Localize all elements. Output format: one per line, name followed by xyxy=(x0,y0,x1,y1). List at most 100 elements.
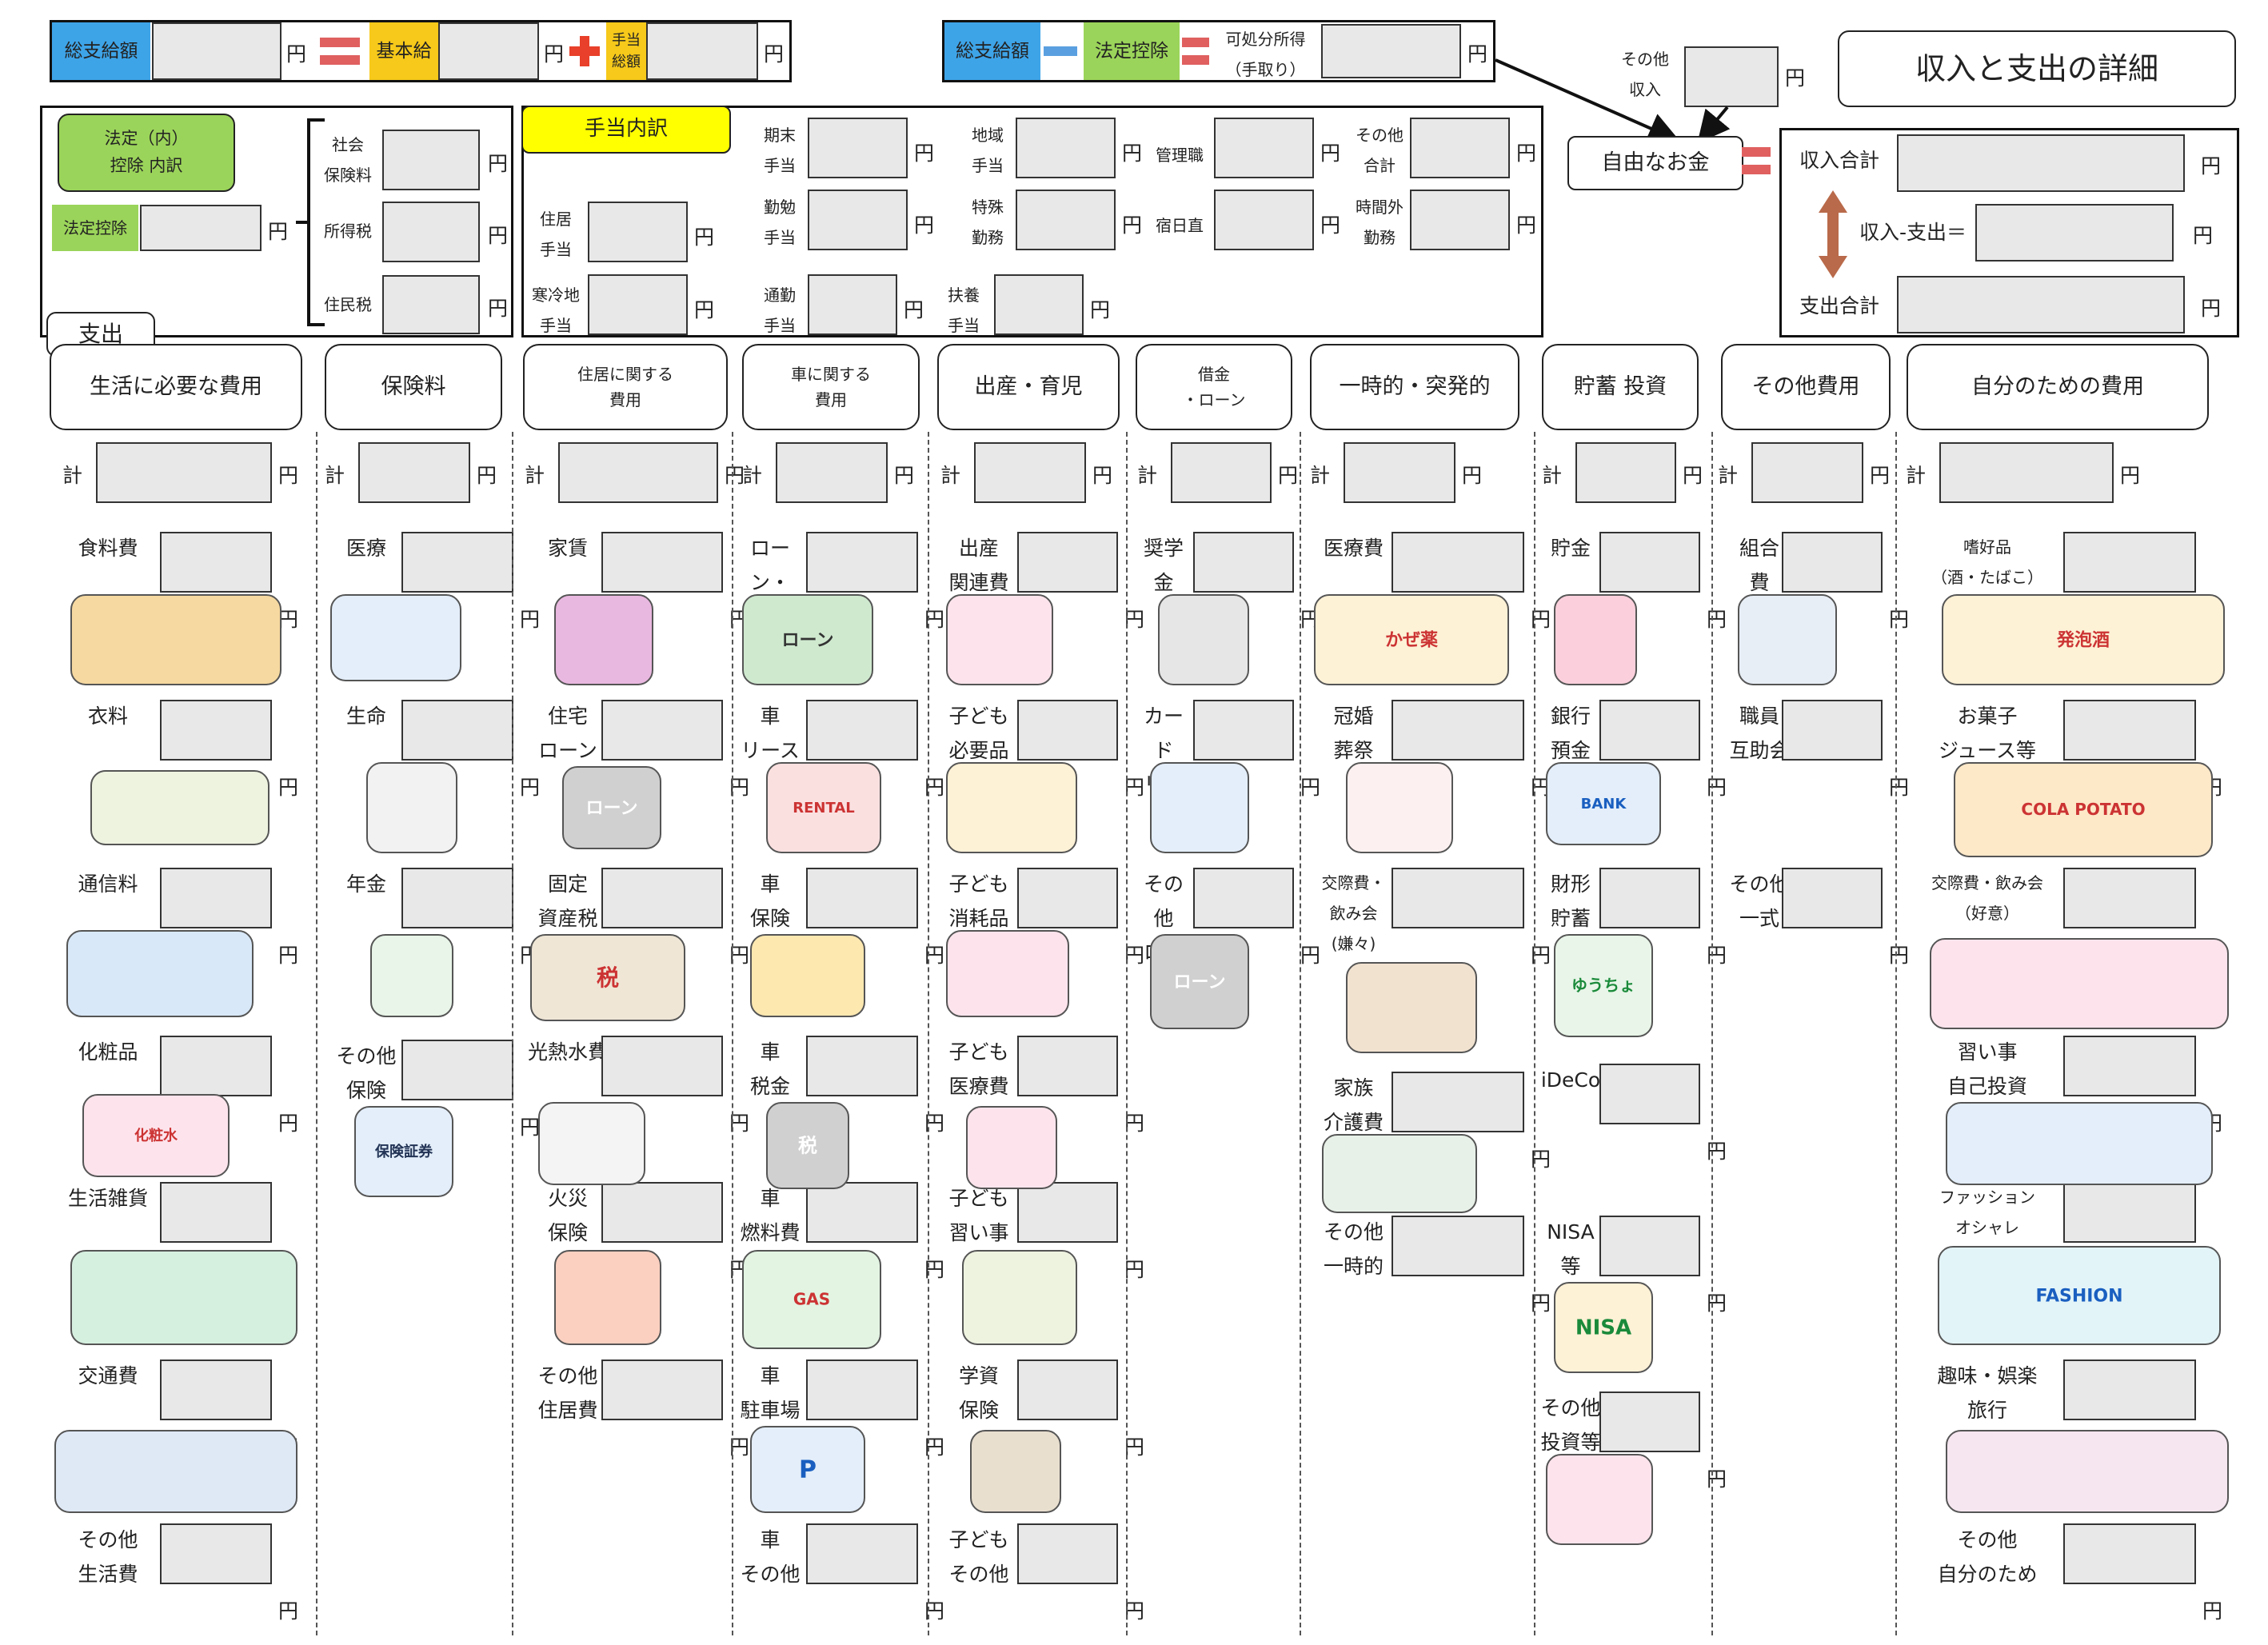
expense-item-field[interactable] xyxy=(806,1360,918,1420)
expense-item-field[interactable] xyxy=(401,532,513,593)
allowance-total-field[interactable] xyxy=(646,22,758,80)
allowance-field[interactable] xyxy=(808,190,908,250)
yen: 円 xyxy=(1516,142,1537,165)
expense-item-field[interactable] xyxy=(806,1182,918,1243)
expense-item-field[interactable] xyxy=(1392,868,1524,928)
expense-item-field[interactable] xyxy=(1193,868,1294,928)
allowance-field[interactable] xyxy=(1410,118,1510,178)
total-pay-field[interactable] xyxy=(152,22,282,80)
allowance-field[interactable] xyxy=(1016,118,1116,178)
expense-item-field[interactable] xyxy=(2063,1523,2196,1584)
expense-item-field[interactable] xyxy=(1017,1523,1118,1584)
column-total-field[interactable] xyxy=(974,442,1086,503)
legal-deduction-field[interactable] xyxy=(140,205,262,251)
equals-icon xyxy=(1182,36,1209,68)
expense-item-field[interactable] xyxy=(601,700,723,761)
column-total-field[interactable] xyxy=(1939,442,2114,503)
expense-item-field[interactable] xyxy=(806,1523,918,1584)
column-total-field[interactable] xyxy=(1751,442,1863,503)
disposable-field[interactable] xyxy=(1321,24,1461,78)
yen: 円 xyxy=(725,464,745,487)
expense-item-field[interactable] xyxy=(601,1182,723,1243)
expense-item-field[interactable] xyxy=(160,1036,272,1096)
expense-item-field[interactable] xyxy=(1782,868,1883,928)
expense-item-field[interactable] xyxy=(1599,1391,1700,1452)
expense-item-field[interactable] xyxy=(1392,1072,1524,1132)
other-loan-icon: ローン xyxy=(1148,932,1252,1032)
allowance-field[interactable] xyxy=(1214,118,1314,178)
allowance-field[interactable] xyxy=(588,202,688,262)
expense-item-field[interactable] xyxy=(401,700,513,761)
column-total-field[interactable] xyxy=(776,442,888,503)
expense-item-field[interactable] xyxy=(401,868,513,928)
expense-item-field[interactable] xyxy=(1017,1036,1118,1096)
expense-item-field[interactable] xyxy=(160,1360,272,1420)
expense-item-field[interactable] xyxy=(1017,532,1118,593)
allowance-field[interactable] xyxy=(808,274,897,335)
expense-item-field[interactable] xyxy=(1392,700,1524,761)
column-total-field[interactable] xyxy=(558,442,718,503)
expense-item-field[interactable] xyxy=(2063,700,2196,761)
expense-item-field[interactable] xyxy=(601,532,723,593)
svg-text:ローン: ローン xyxy=(586,798,638,818)
resident-tax-field[interactable] xyxy=(382,275,480,334)
column-total-field[interactable] xyxy=(1575,442,1676,503)
income-tax-field[interactable] xyxy=(382,202,480,262)
expense-item-field[interactable] xyxy=(1193,532,1294,593)
column-total-field[interactable] xyxy=(358,442,470,503)
expense-item-field[interactable] xyxy=(1782,700,1883,761)
expense-item-field[interactable] xyxy=(601,1036,723,1096)
expense-item-field[interactable] xyxy=(806,700,918,761)
expense-item-field[interactable] xyxy=(160,700,272,761)
expense-item-field[interactable] xyxy=(1599,868,1700,928)
expense-item-field[interactable] xyxy=(1017,700,1118,761)
expense-item-field[interactable] xyxy=(1599,532,1700,593)
expense-item-field[interactable] xyxy=(2063,532,2196,593)
expense-item-field[interactable] xyxy=(1599,700,1700,761)
balance-field[interactable] xyxy=(1975,204,2174,262)
expense-item-field[interactable] xyxy=(1392,1216,1524,1276)
allowance-field[interactable] xyxy=(588,274,688,335)
expense-item-field[interactable] xyxy=(2063,868,2196,928)
expense-item-field[interactable] xyxy=(1392,532,1524,593)
expense-item-field[interactable] xyxy=(806,1036,918,1096)
expense-item-field[interactable] xyxy=(806,532,918,593)
expense-item-field[interactable] xyxy=(160,1523,272,1584)
expense-item-field[interactable] xyxy=(1782,532,1883,593)
allowance-field[interactable] xyxy=(994,274,1084,335)
allowance-label: 勤勉 手当 xyxy=(764,198,796,247)
column-divider xyxy=(1895,432,1897,1635)
social-insurance-field[interactable] xyxy=(382,130,480,190)
expense-item-field[interactable] xyxy=(601,868,723,928)
expense-item-field[interactable] xyxy=(2063,1360,2196,1420)
expense-item-label: 車 燃料費 xyxy=(740,1187,801,1244)
expense-item-field[interactable] xyxy=(160,868,272,928)
allowance-field[interactable] xyxy=(808,118,908,178)
base-pay-field[interactable] xyxy=(438,22,539,80)
column-total-field[interactable] xyxy=(1171,442,1272,503)
allowances-header: 手当内訳 xyxy=(521,106,731,154)
expense-item-label: 子ども その他 xyxy=(948,1528,1009,1586)
expense-item-field[interactable] xyxy=(1017,1360,1118,1420)
other-income-field[interactable] xyxy=(1684,46,1779,107)
expense-item-field[interactable] xyxy=(1193,700,1294,761)
allowance-field[interactable] xyxy=(1214,190,1314,250)
column-total-field[interactable] xyxy=(1344,442,1455,503)
expense-item-field[interactable] xyxy=(160,532,272,593)
column-total-field[interactable] xyxy=(96,442,272,503)
expense-item-field[interactable] xyxy=(2063,1182,2196,1243)
allowance-field[interactable] xyxy=(1410,190,1510,250)
expense-item-field[interactable] xyxy=(806,868,918,928)
yen: 円 xyxy=(278,776,299,799)
expense-item-field[interactable] xyxy=(1599,1064,1700,1124)
expense-item-field[interactable] xyxy=(1599,1216,1700,1276)
allowance-field[interactable] xyxy=(1016,190,1116,250)
expense-item-field[interactable] xyxy=(401,1040,513,1100)
expense-item-field[interactable] xyxy=(2063,1036,2196,1096)
expense-total-field[interactable] xyxy=(1897,276,2185,333)
expense-item-field[interactable] xyxy=(1017,1182,1118,1243)
expense-item-field[interactable] xyxy=(1017,868,1118,928)
income-total-field[interactable] xyxy=(1897,134,2185,192)
expense-item-field[interactable] xyxy=(160,1182,272,1243)
expense-item-field[interactable] xyxy=(601,1360,723,1420)
